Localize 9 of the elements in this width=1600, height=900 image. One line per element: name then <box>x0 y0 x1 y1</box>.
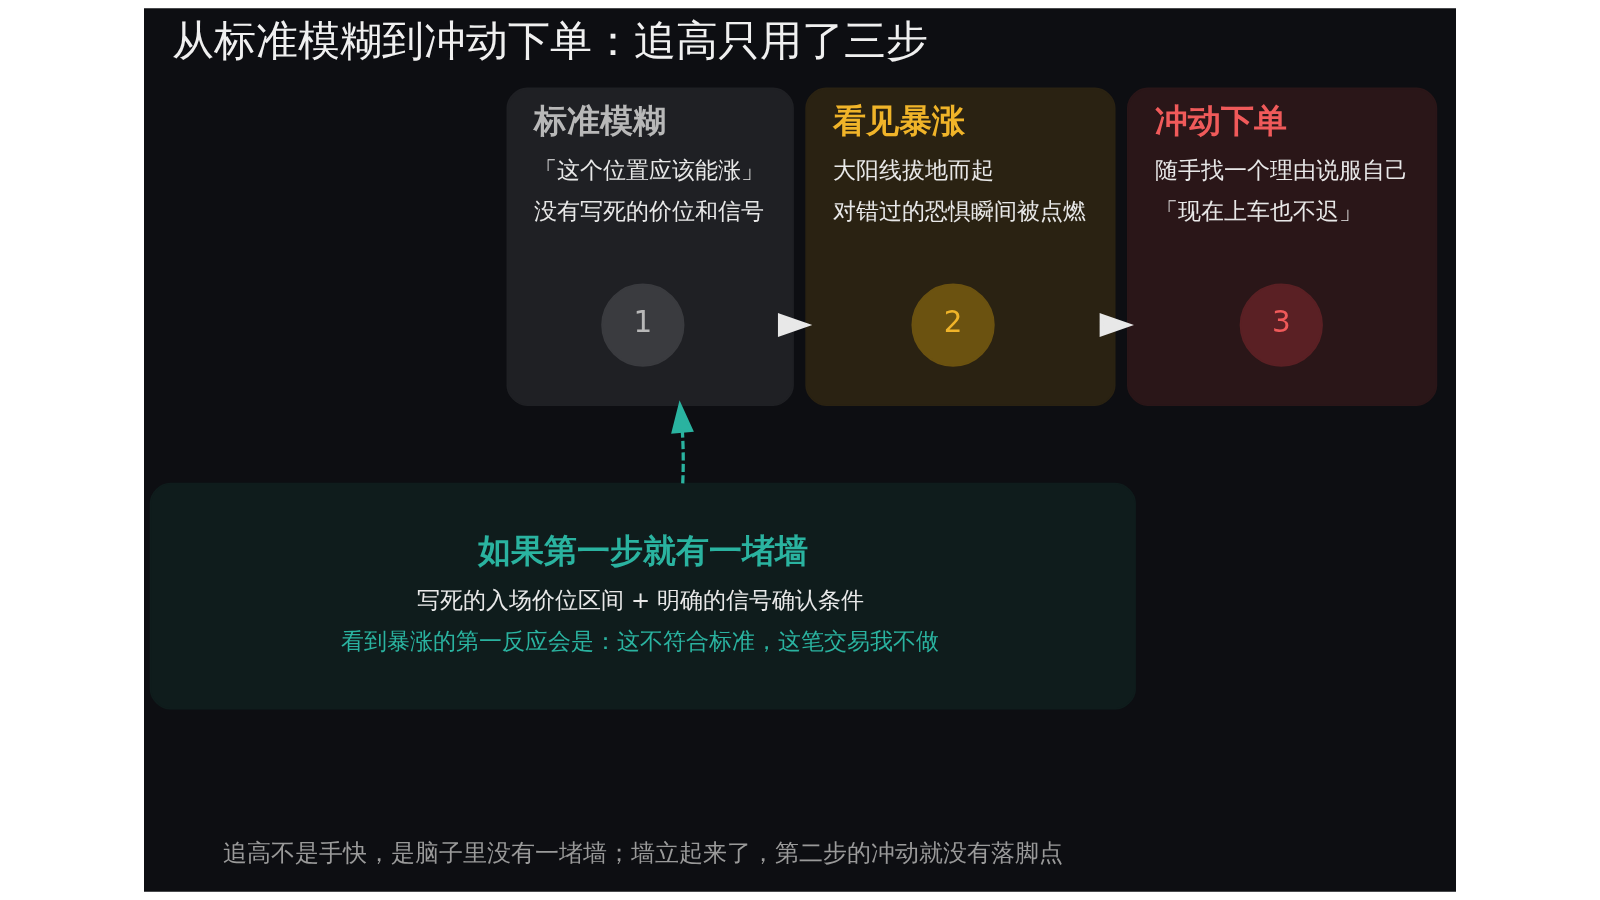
label: 追高不是手快，是脑子里没有一堵墙；墙立起来了，第二步的冲动就没有落脚点 <box>222 838 1063 868</box>
node-circle: 1 <box>601 283 685 367</box>
node-circle: 2 <box>911 283 995 367</box>
arrow <box>1099 313 1134 338</box>
arrow <box>777 313 813 338</box>
diagram-title: 从标准模糊到冲动下单：追高只用了三步 <box>171 16 928 66</box>
arrow <box>671 400 694 484</box>
node-box: 如果第一步就有一堵墙 写死的入场价位区间 + 明确的信号确认条件 看到暴涨的第一反应会是：这不符合标准，这笔交易我不做 <box>149 482 1136 710</box>
node-circle: 3 <box>1239 283 1323 367</box>
